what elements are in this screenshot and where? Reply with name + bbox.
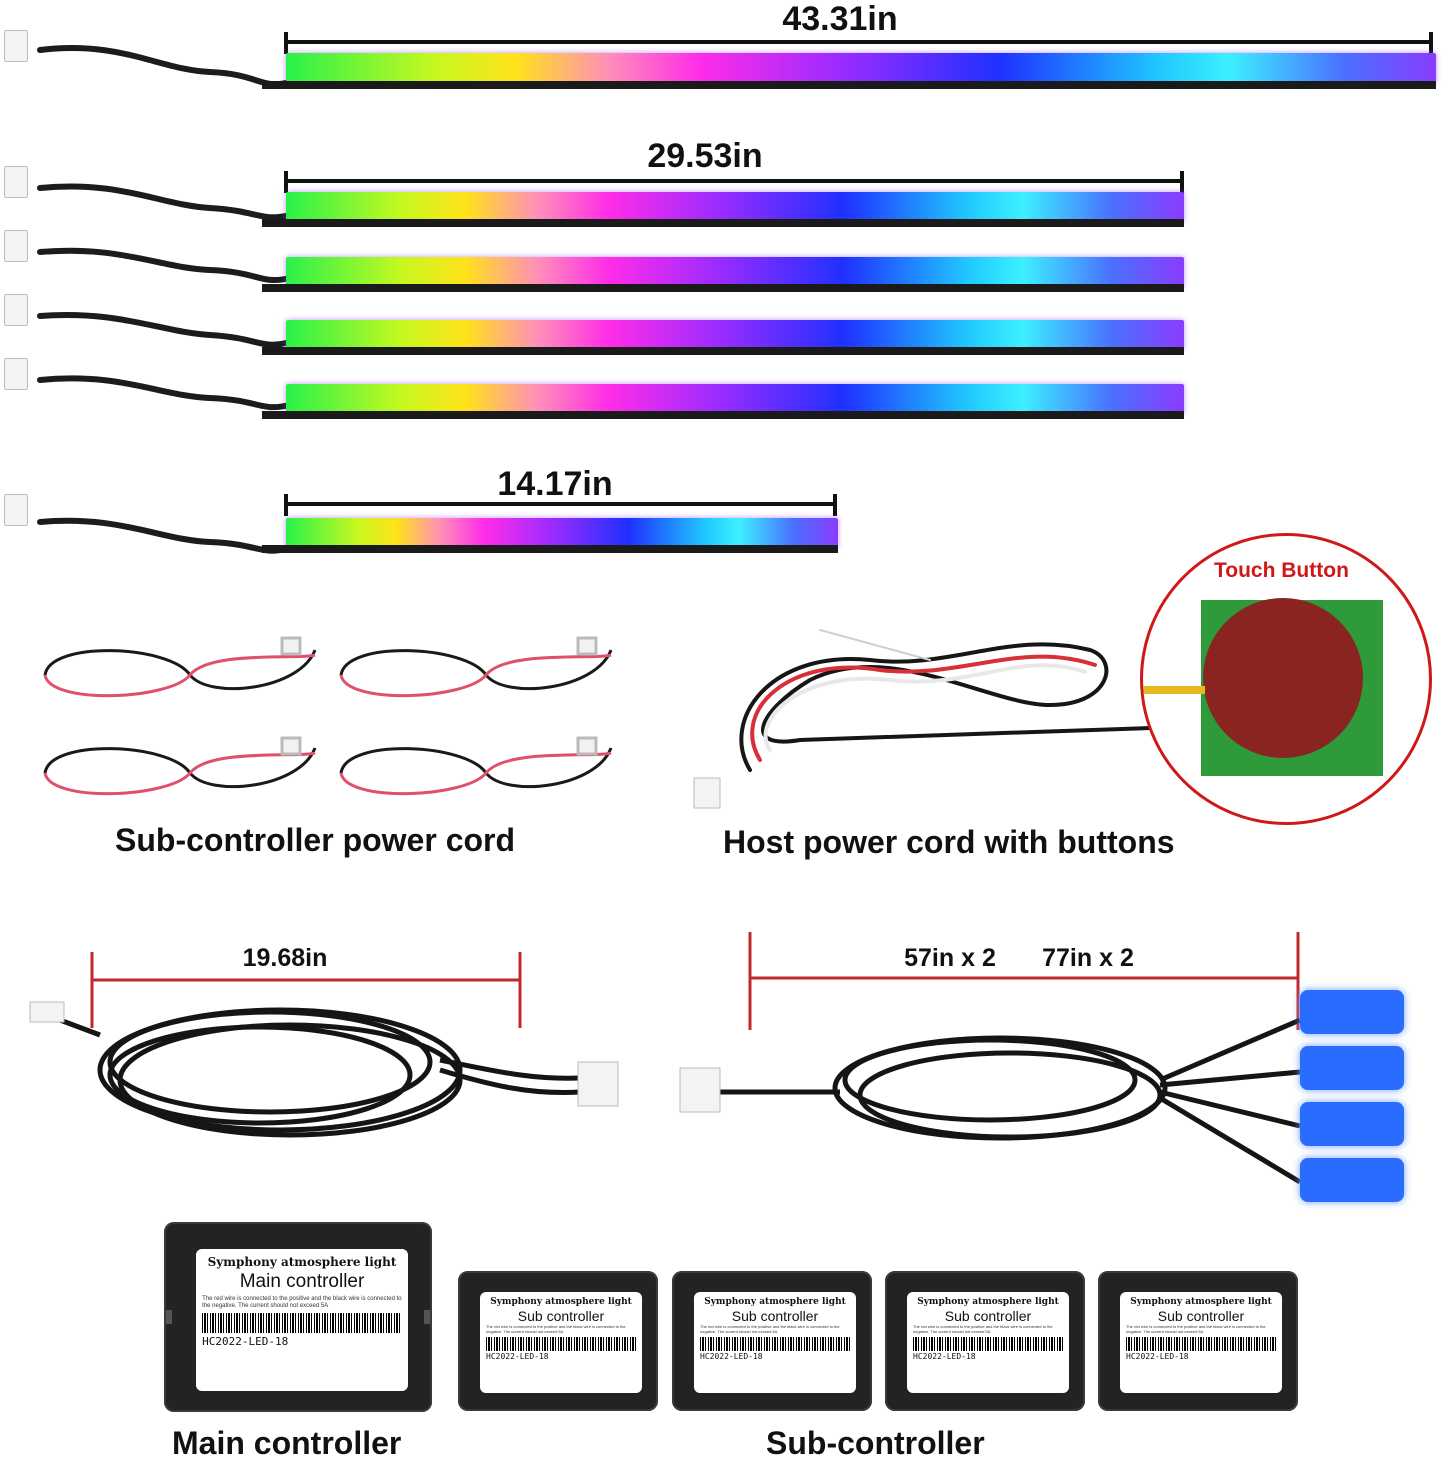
controller-note: The red wire is connected to the positiv… — [202, 1295, 402, 1309]
led-strip-medium-4 — [286, 384, 1184, 414]
led-plug-icon — [1300, 1158, 1404, 1202]
controller-model: HC2022-LED-18 — [913, 1352, 976, 1361]
barcode — [486, 1337, 636, 1351]
strip-base — [262, 411, 1184, 419]
main-controller-label: Symphony atmosphere light Main controlle… — [196, 1248, 408, 1392]
sub-controller-label: Symphony atmosphere light Sub controller… — [480, 1292, 642, 1393]
strip-connector-icon — [4, 30, 28, 62]
controller-brand: Symphony atmosphere light — [1130, 1297, 1272, 1307]
medium-strip-length: 29.53in — [647, 137, 763, 175]
sub-controller-power-cords — [43, 636, 613, 796]
sub-controller-label: Symphony atmosphere light Sub controller… — [1120, 1292, 1282, 1393]
controller-name: Sub controller — [1157, 1308, 1245, 1324]
sub-controller-label: Symphony atmosphere light Sub controller… — [907, 1292, 1069, 1393]
touch-button-callout — [1140, 533, 1432, 825]
controller-model: HC2022-LED-18 — [700, 1352, 763, 1361]
barcode — [913, 1337, 1063, 1351]
sub-controller-box: Symphony atmosphere light Sub controller… — [885, 1271, 1085, 1411]
long-strip-length: 43.31in — [782, 0, 898, 38]
led-strip-long — [286, 53, 1436, 83]
led-plug-icon — [1300, 990, 1404, 1034]
controller-notch — [424, 1310, 430, 1324]
strip-base — [262, 545, 838, 553]
controller-name: Sub controller — [731, 1308, 819, 1324]
sub-controller-label: Symphony atmosphere light Sub controller… — [694, 1292, 856, 1393]
strip-connector-icon — [4, 358, 28, 390]
led-plug-icon — [1300, 1046, 1404, 1090]
sub-controller-box: Symphony atmosphere light Sub controller… — [458, 1271, 658, 1411]
strip-base — [262, 347, 1184, 355]
controller-model: HC2022-LED-18 — [486, 1352, 549, 1361]
controller-brand: Symphony atmosphere light — [207, 1254, 397, 1269]
strip-wires — [37, 32, 1433, 554]
controller-notch — [166, 1310, 172, 1324]
controller-brand: Symphony atmosphere light — [490, 1297, 632, 1307]
controller-name: Main controller — [239, 1270, 365, 1292]
controller-note: The red wire is connected to the positiv… — [913, 1324, 1053, 1334]
strip-connector-icon — [4, 166, 28, 198]
sub-controller-caption: Sub-controller — [766, 1425, 985, 1461]
cable-dimensions — [29, 932, 1302, 1185]
barcode — [700, 1337, 850, 1351]
strip-base — [262, 284, 1184, 292]
sub-cable-length-a: 57in x 2 — [904, 944, 996, 972]
controller-note: The red wire is connected to the positiv… — [1126, 1324, 1266, 1334]
controller-name: Sub controller — [517, 1308, 605, 1324]
controller-brand: Symphony atmosphere light — [917, 1297, 1059, 1307]
strip-base — [262, 81, 1436, 89]
main-controller-caption: Main controller — [172, 1425, 402, 1461]
strip-connector-icon — [4, 494, 28, 526]
touch-button-pad — [1203, 598, 1363, 758]
controller-brand: Symphony atmosphere light — [704, 1297, 846, 1307]
short-strip-length: 14.17in — [497, 465, 613, 503]
led-strip-medium-1 — [286, 192, 1184, 222]
barcode — [202, 1312, 402, 1333]
controller-note: The red wire is connected to the positiv… — [700, 1324, 840, 1334]
main-cable-length: 19.68in — [242, 944, 328, 972]
main-controller-box: Symphony atmosphere light Main controlle… — [164, 1222, 432, 1412]
sub-controller-box: Symphony atmosphere light Sub controller… — [1098, 1271, 1298, 1411]
touch-button-wire — [1143, 686, 1205, 694]
touch-button-label: Touch Button — [1214, 559, 1349, 582]
strip-connector-icon — [4, 294, 28, 326]
led-strip-medium-2 — [286, 257, 1184, 287]
host-power-cord-caption: Host power cord with buttons — [723, 824, 1175, 860]
host-power-cord — [693, 629, 1152, 809]
sub-cable-length-b: 77in x 2 — [1042, 944, 1134, 972]
strip-base — [262, 219, 1184, 227]
controller-note: The red wire is connected to the positiv… — [486, 1324, 626, 1334]
led-plug-icon — [1300, 1102, 1404, 1146]
controller-model: HC2022-LED-18 — [1126, 1352, 1189, 1361]
strip-connector-icon — [4, 230, 28, 262]
controller-name: Sub controller — [944, 1308, 1032, 1324]
sub-controller-power-cord-caption: Sub-controller power cord — [115, 822, 516, 858]
led-strip-medium-3 — [286, 320, 1184, 350]
controller-model: HC2022-LED-18 — [202, 1334, 289, 1348]
barcode — [1126, 1337, 1276, 1351]
sub-controller-box: Symphony atmosphere light Sub controller… — [672, 1271, 872, 1411]
led-strip-short — [286, 518, 838, 548]
